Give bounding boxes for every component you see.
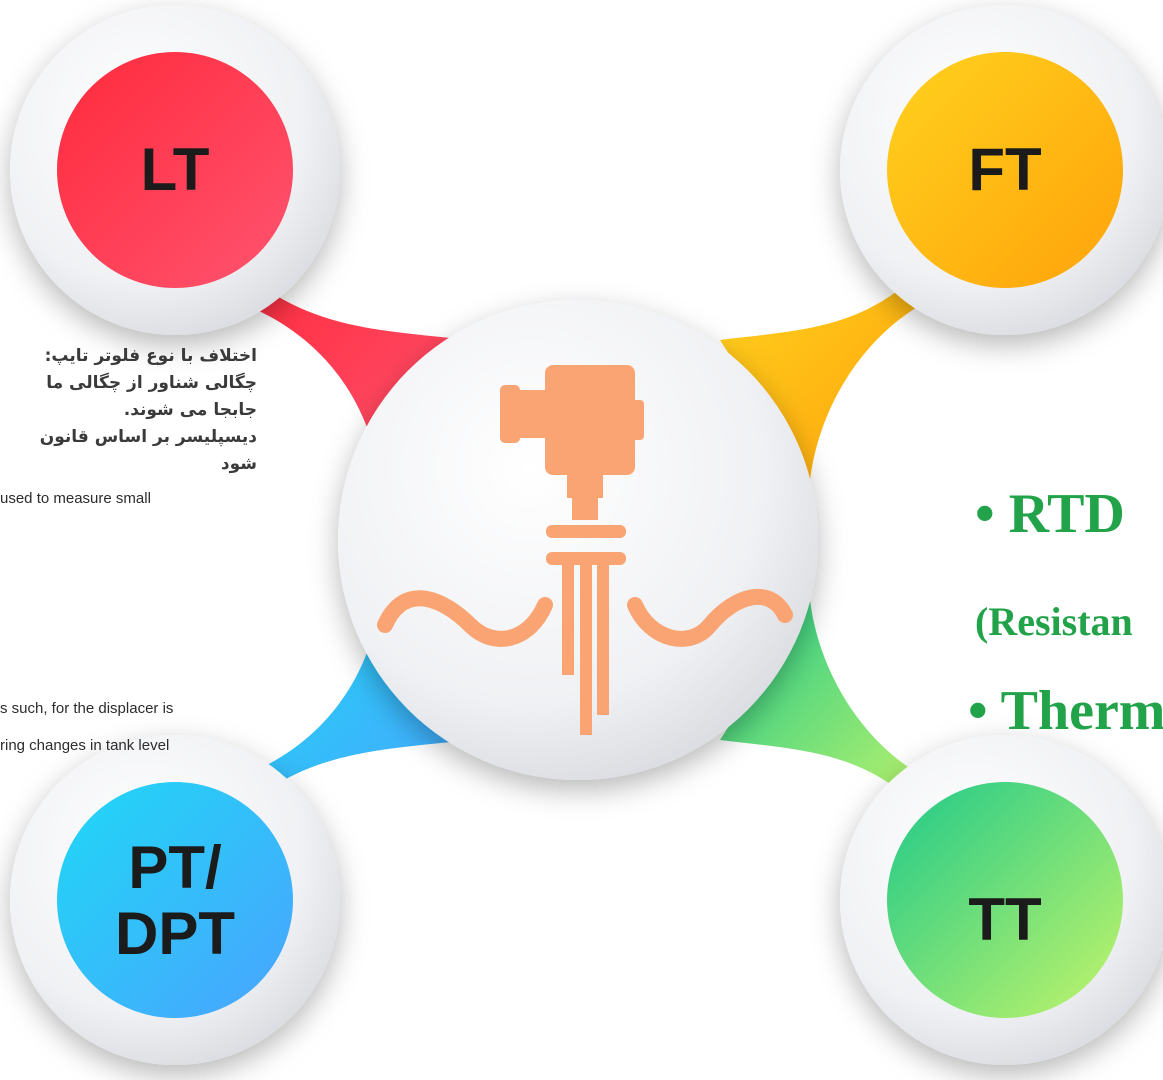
ft-label: FT <box>968 136 1042 203</box>
pt-label-line2: DPT <box>115 900 235 967</box>
lt-circle <box>57 52 293 288</box>
displacer-level-transmitter-icon <box>500 365 644 735</box>
tt-connector <box>720 600 930 820</box>
lt-fa-line4: دیسپلیسر بر اساس قانون <box>39 427 257 447</box>
lt-fa-line3: جابجا می شوند. <box>123 400 257 420</box>
lt-label: LT <box>140 136 210 203</box>
lt-fa-line5: شود <box>220 454 257 474</box>
liquid-wave-icon <box>377 589 793 647</box>
hub-disc <box>338 300 818 780</box>
lt-fa-line1: اختلاف با نوع فلوتر تایپ: <box>44 346 257 366</box>
tt-text-resistance: (Resistan <box>975 599 1133 644</box>
pt-circle <box>57 782 293 1018</box>
ft-circle <box>887 52 1123 288</box>
tt-label: TT <box>968 886 1042 953</box>
pt-label-line1: PT/ <box>128 834 222 901</box>
lt-en-line2: s such, for the displacer is <box>0 700 174 717</box>
tt-text-rtd: • RTD <box>975 483 1125 545</box>
tt-circle <box>887 782 1123 1018</box>
lt-en-line1: used to measure small <box>0 490 151 507</box>
lt-fa-line2: چگالی شناور از چگالی ما <box>46 373 257 393</box>
lt-en-line3: ring changes in tank level <box>0 737 170 754</box>
ft-connector <box>720 260 930 480</box>
tt-text-thermocouple: • Therm <box>968 680 1163 742</box>
